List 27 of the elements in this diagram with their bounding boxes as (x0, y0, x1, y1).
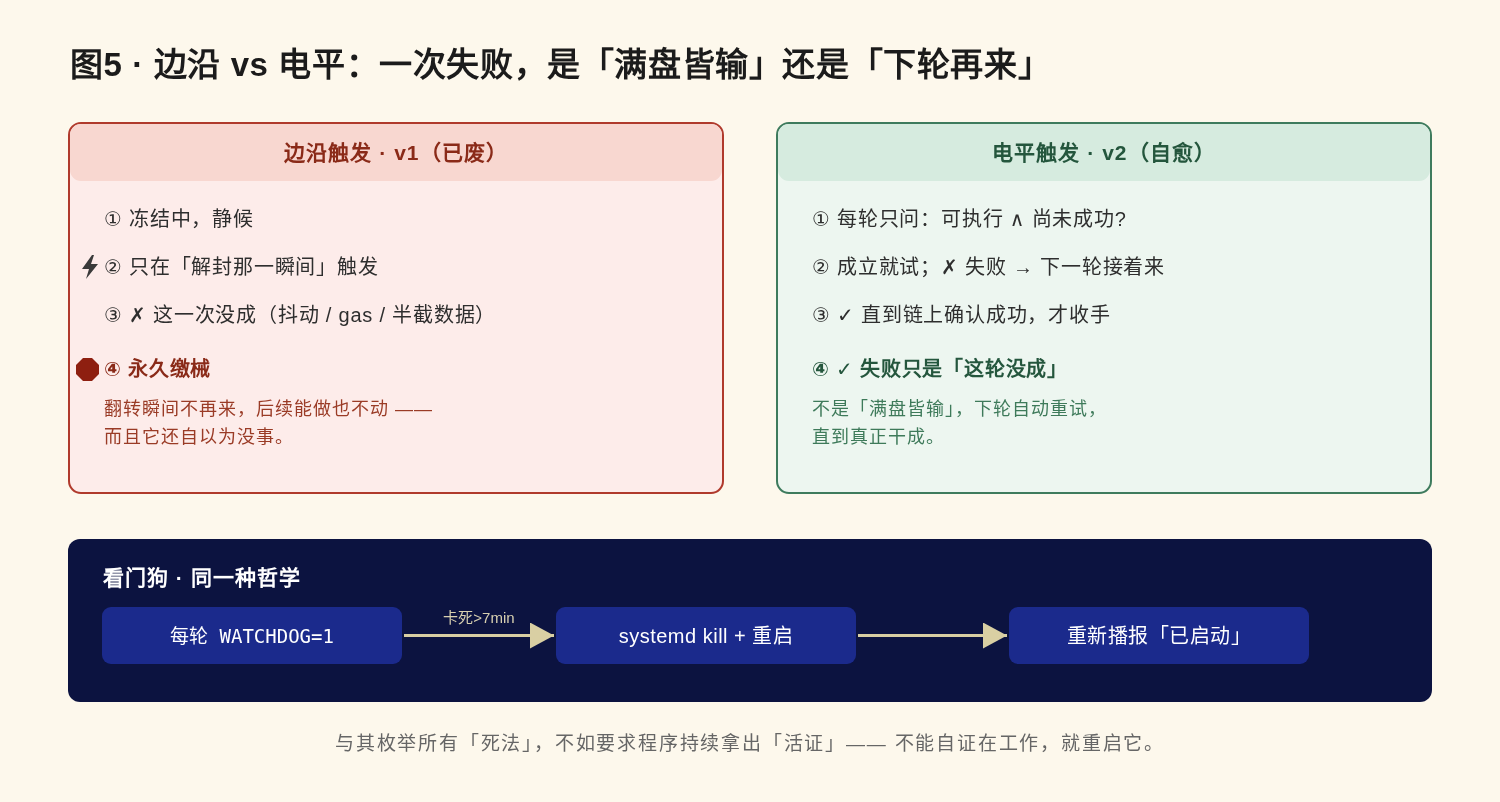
edge-label: 卡死>7min (443, 608, 515, 627)
step-label: 每轮 WATCHDOG=1 (170, 623, 334, 648)
note-text: 不是「满盘皆输」，下轮自动重试，直到真正干成。 (812, 398, 1108, 449)
highlight-item: ④ ✓ 失败只是「这轮没成」 (812, 357, 1068, 382)
step-label: 重新播报「已启动」 (1066, 623, 1252, 648)
list-item: ① 每轮只问：可执行 ∧ 尚未成功? (812, 207, 1127, 232)
note-text: 翻转瞬间不再来，后续能做也不动 ——而且它还自以为没事。 (104, 398, 434, 449)
group-panel (68, 539, 1432, 702)
list-item: ③ ✗ 这一次没成（抖动 / gas / 半截数据） (104, 303, 497, 328)
list-item: ① 冻结中，静候 (104, 207, 254, 232)
caption: 与其枚举所有「死法」，不如要求程序持续拿出「活证」—— 不能自证在工作，就重启它。 (334, 732, 1166, 756)
panel-title: 边沿触发 · v1（已废） (284, 139, 508, 166)
highlight-item: ④ 永久缴械 (104, 357, 212, 382)
step-label: systemd kill + 重启 (618, 623, 794, 648)
card-panel (776, 122, 1432, 494)
list-item: ② 只在「解封那一瞬间」触发 (104, 255, 379, 280)
process-box (1009, 607, 1309, 664)
title: 图5 · 边沿 vs 电平：一次失败，是「满盘皆输」还是「下轮再来」 (70, 45, 1052, 85)
arrow (858, 622, 1007, 649)
list-item: ③ ✓ 直到链上确认成功，才收手 (812, 303, 1111, 328)
process-box (102, 607, 402, 664)
panel-title: 看门狗 · 同一种哲学 (103, 565, 301, 591)
card-panel (68, 122, 724, 494)
process-box (556, 607, 856, 664)
panel-title: 电平触发 · v2（自愈） (992, 139, 1216, 166)
arrow (404, 622, 554, 649)
list-item: ② 成立就试；✗ 失败 → 下一轮接着来 (812, 255, 1165, 280)
